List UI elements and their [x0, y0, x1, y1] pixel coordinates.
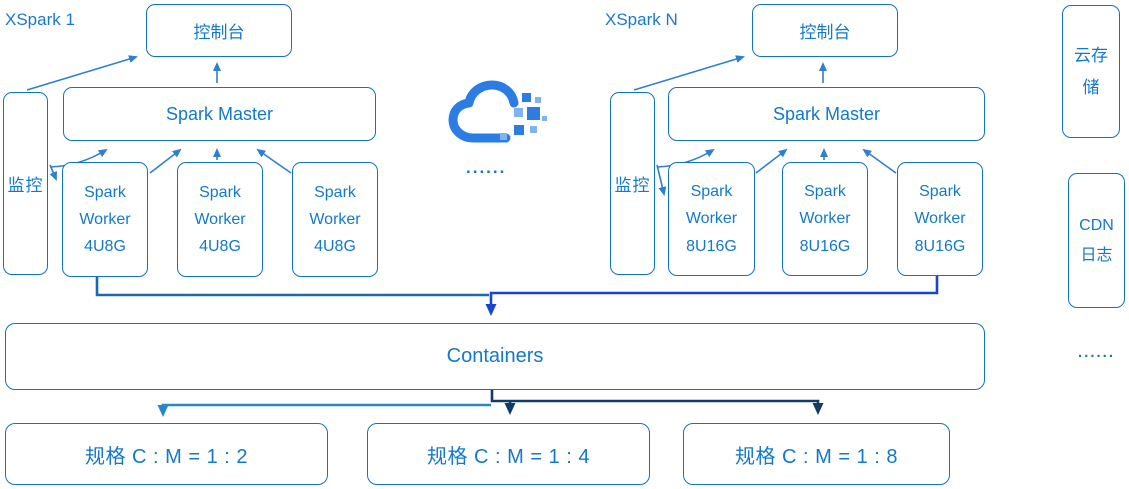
cloud-icon	[443, 78, 548, 148]
containers-label: Containers	[446, 345, 544, 367]
clusterN-spark-master-node: Spark Master	[668, 87, 985, 141]
cluster1-worker3-label: Spark Worker 4U8G	[309, 183, 361, 256]
clusterN-console-node: 控制台	[752, 4, 898, 57]
clusterN-worker3-label: Spark Worker 8U16G	[914, 183, 966, 255]
cluster1-worker2-node: Spark Worker 4U8G	[177, 162, 263, 277]
clusterN-worker3-node: Spark Worker 8U16G	[897, 162, 983, 276]
cluster1-spark-master-node: Spark Master	[63, 87, 376, 141]
clusterN-monitor-node: 监控	[610, 92, 655, 275]
clusterN-worker2-label: Spark Worker 8U16G	[799, 183, 851, 255]
cluster1-worker1-node: Spark Worker 4U8G	[62, 162, 148, 277]
spec-cm-1-8-label: 规格 C : M = 1 : 8	[734, 445, 899, 468]
spec-cm-1-4-label: 规格 C : M = 1 : 4	[426, 445, 591, 468]
cdn-log-node: CDN 日志	[1068, 173, 1125, 308]
cluster1-worker3-node: Spark Worker 4U8G	[292, 162, 378, 277]
spec-cm-1-2-label: 规格 C : M = 1 : 2	[84, 445, 249, 468]
right-column-ellipsis: ......	[1078, 344, 1116, 361]
cluster1-label: XSpark 1	[5, 10, 75, 29]
clusterN-label: XSpark N	[605, 10, 678, 29]
cloud-storage-node: 云存储	[1062, 5, 1120, 138]
cluster1-worker1-label: Spark Worker 4U8G	[79, 183, 131, 256]
clusterN-console-label: 控制台	[799, 23, 851, 42]
cluster1-console-node: 控制台	[146, 4, 292, 57]
clusterN-spark-master-label: Spark Master	[772, 103, 881, 124]
middle-ellipsis: ......	[466, 158, 507, 177]
cdn-log-label: CDN 日志	[1079, 216, 1114, 264]
clusterN-worker2-node: Spark Worker 8U16G	[782, 162, 868, 276]
cluster1-worker2-label: Spark Worker 4U8G	[194, 183, 246, 256]
clusterN-worker1-node: Spark Worker 8U16G	[668, 162, 755, 276]
cluster1-monitor-label: 监控	[7, 176, 44, 195]
clusterN-monitor-label: 监控	[614, 176, 651, 195]
containers-node: Containers	[5, 323, 985, 390]
cloud-storage-label: 云存储	[1074, 46, 1108, 97]
spec-cm-1-8-node: 规格 C : M = 1 : 8	[683, 423, 950, 485]
spec-cm-1-4-node: 规格 C : M = 1 : 4	[367, 423, 650, 485]
cluster1-console-label: 控制台	[193, 23, 245, 42]
clusterN-worker1-label: Spark Worker 8U16G	[685, 183, 738, 255]
cluster1-spark-master-label: Spark Master	[165, 103, 274, 124]
cluster1-monitor-node: 监控	[3, 92, 48, 275]
spec-cm-1-2-node: 规格 C : M = 1 : 2	[5, 423, 328, 485]
